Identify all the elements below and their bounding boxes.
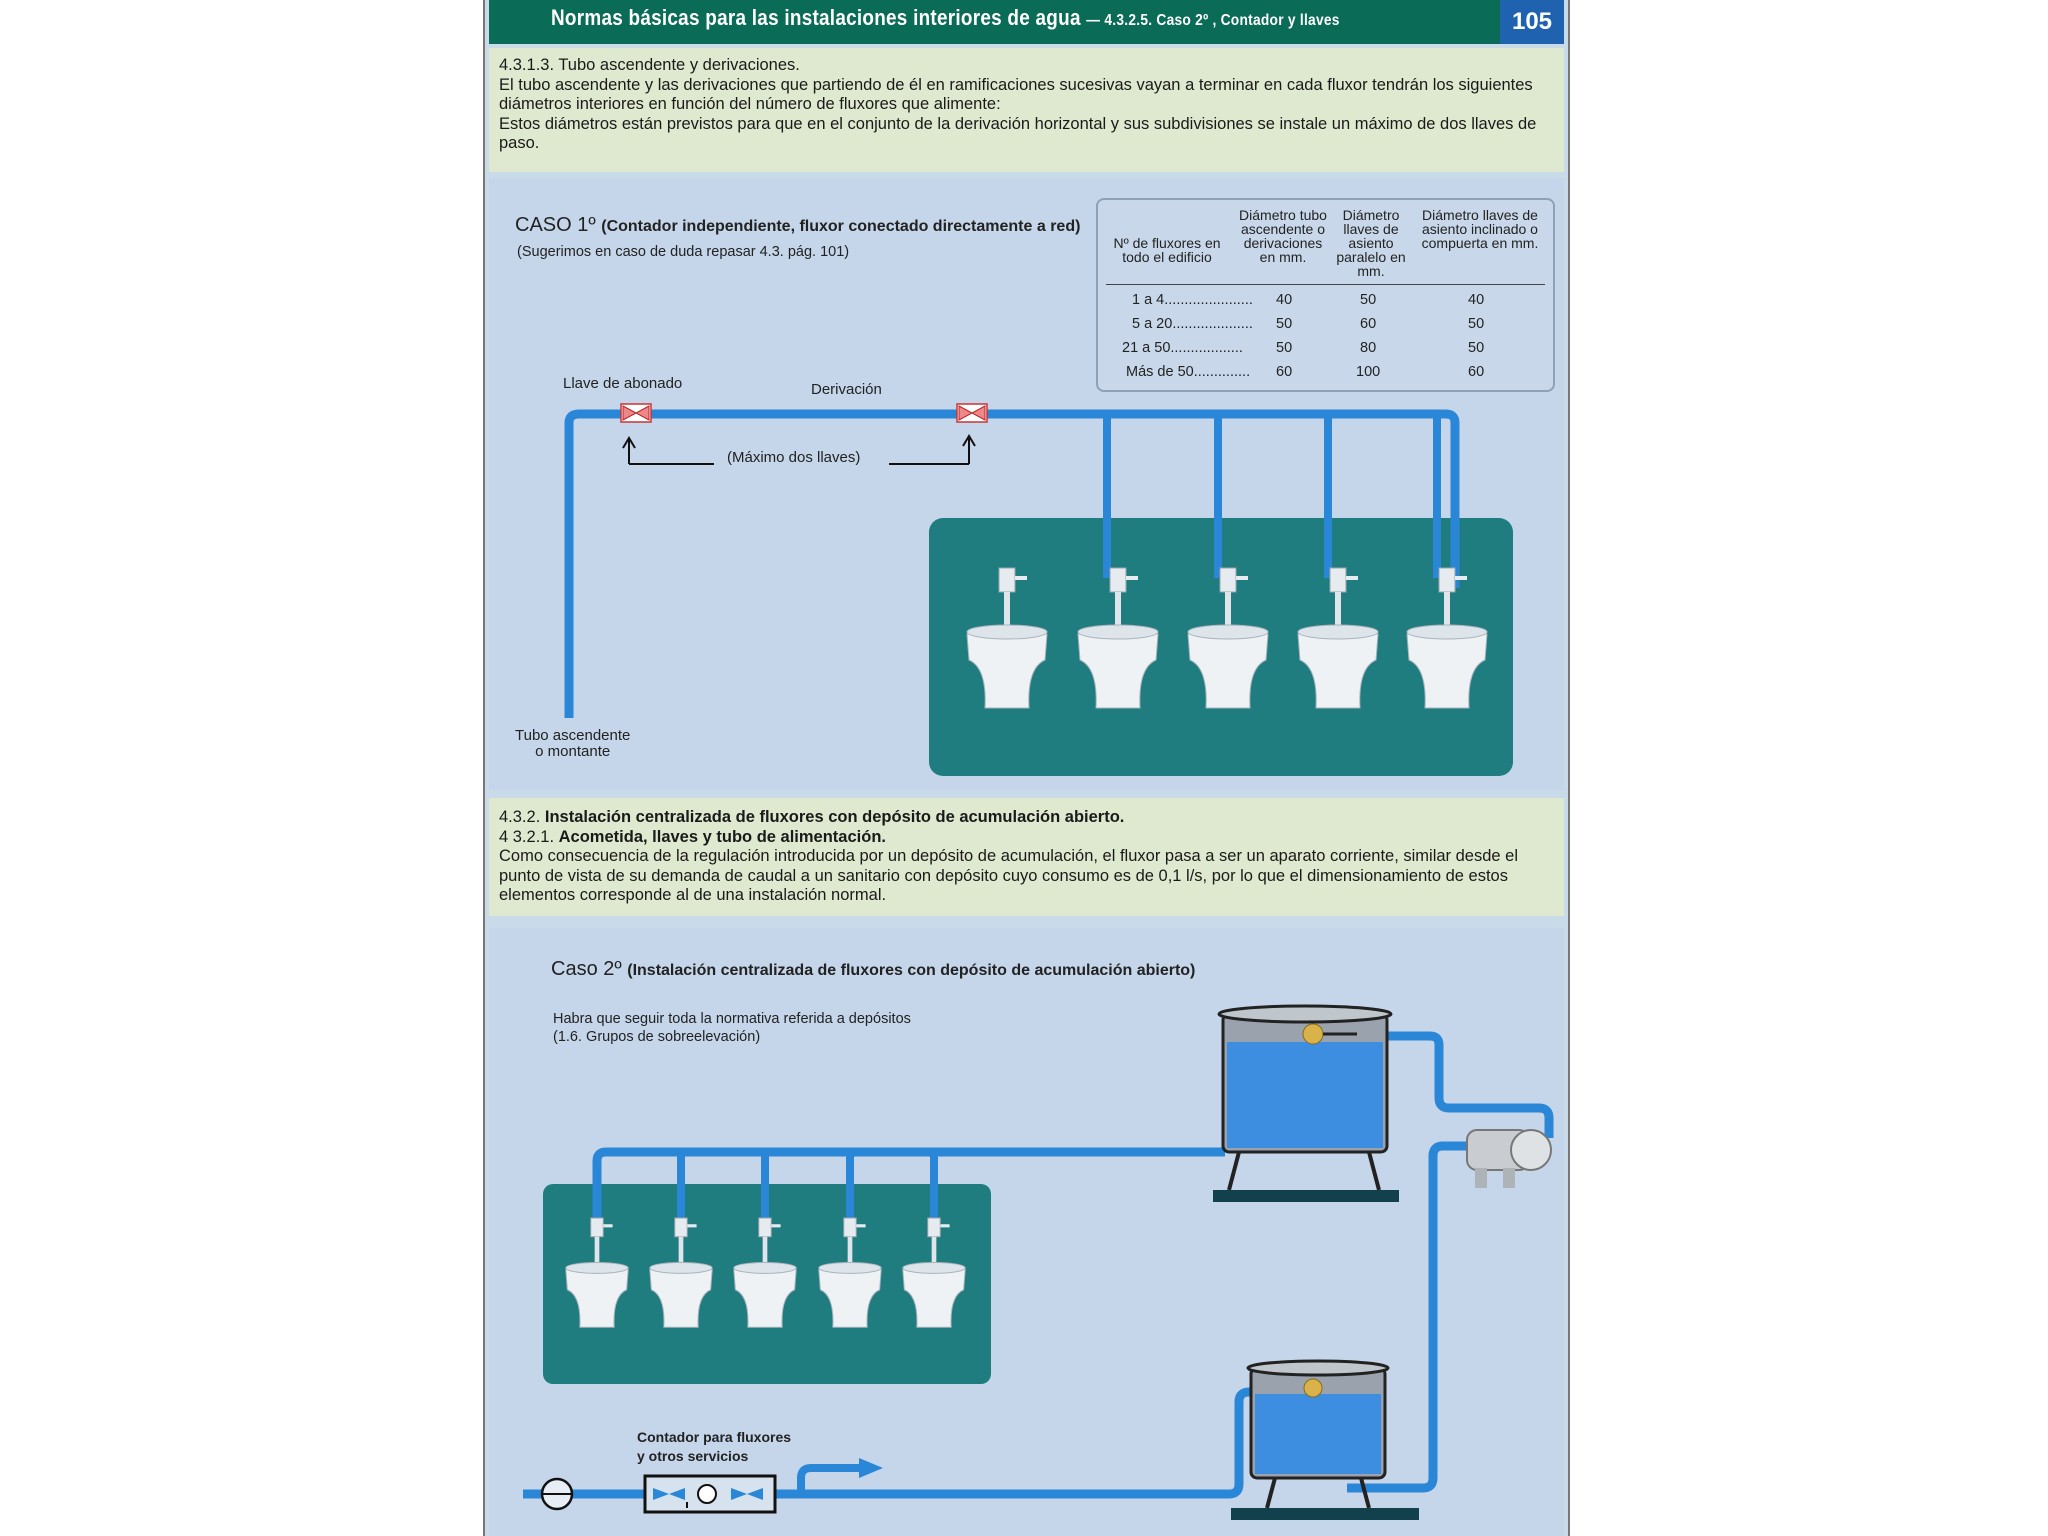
table-cell: 50 — [1276, 316, 1293, 332]
valve-icon — [956, 403, 988, 423]
table-header-1: Diámetro tubo ascendente o derivaciones … — [1239, 207, 1327, 265]
riser-derivation-pipe — [564, 409, 1460, 718]
toilet-fixtures — [565, 1217, 966, 1328]
label-maximo-dos-llaves: (Máximo dos llaves) — [727, 449, 861, 466]
distribution-pipe — [592, 1147, 1225, 1218]
valve-icon — [620, 403, 652, 423]
label-llave-abonado: Llave de abonado — [563, 375, 683, 392]
toilet-icon — [1077, 567, 1159, 709]
caso2-note-line-2: (1.6. Grupos de sobreelevación) — [553, 1029, 761, 1045]
pump-discharge-pipe — [1347, 1141, 1497, 1493]
contador-label-line-2: y otros servicios — [637, 1448, 749, 1464]
section2-text-block: 4.3.2. Instalación centralizada de fluxo… — [489, 798, 1564, 916]
table-header-3: Diámetro llaves de asiento inclinado o c… — [1421, 207, 1539, 251]
table-cell: 60 — [1360, 316, 1377, 332]
table-cell: 1 a 4...................... — [1132, 292, 1253, 308]
pump-icon — [1466, 1129, 1552, 1188]
caso2-title: Caso 2º (Instalación centralizada de flu… — [551, 958, 1195, 981]
label-tubo-line-1: Tubo ascendente — [515, 727, 631, 744]
intro-line-3: Estos diámetros están previstos para que… — [499, 114, 1537, 153]
caso2-note-line-1: Habra que seguir toda la normativa refer… — [553, 1011, 911, 1027]
section2-heading-2: Acometida, llaves y tubo de alimentación… — [558, 827, 886, 846]
table-cell: Más de 50.............. — [1126, 364, 1251, 380]
contador-label: Contador para fluxores y otros servicios — [637, 1428, 791, 1466]
caso1-title-bold: (Contador independiente, fluxor conectad… — [601, 218, 1081, 235]
toilet-icon — [565, 1217, 629, 1328]
toilet-icon — [649, 1217, 713, 1328]
section2-line-3: Como consecuencia de la regulación intro… — [499, 847, 1519, 904]
header-title: Normas básicas para las instalaciones in… — [551, 5, 1340, 31]
toilet-fixtures — [966, 567, 1488, 709]
caso1-note: (Sugerimos en caso de duda repasar 4.3. … — [517, 244, 850, 260]
page-number: 105 — [1500, 0, 1564, 44]
toilet-icon — [818, 1217, 882, 1328]
contador-label-line-1: Contador para fluxores — [637, 1429, 792, 1445]
table-cell: 50 — [1468, 316, 1485, 332]
table-cell: 50 — [1360, 292, 1377, 308]
document-page: Normas básicas para las instalaciones in… — [483, 0, 1570, 1536]
caso1-title: CASO 1º (Contador independiente, fluxor … — [515, 214, 1080, 237]
caso2-title-text: Caso 2º — [551, 958, 622, 980]
table-header-2: Diámetro llaves de asiento paralelo en m… — [1336, 207, 1406, 279]
table-cell: 50 — [1468, 340, 1485, 356]
header-subtitle: — 4.3.2.5. Caso 2º , Contador y llaves — [1086, 12, 1340, 29]
table-cell: 80 — [1360, 340, 1377, 356]
label-derivacion: Derivación — [811, 381, 882, 398]
table-cell: 50 — [1276, 340, 1293, 356]
meter-icon — [540, 1474, 777, 1514]
intro-line-1: 4.3.1.3. Tubo ascendente y derivaciones. — [499, 56, 800, 74]
table-cell: 5 a 20.................... — [1132, 316, 1253, 332]
tank-icon — [1231, 1359, 1419, 1520]
table-header-0: Nº de fluxores en todo el edificio — [1113, 235, 1221, 265]
section2-line-2: 4 3.2.1. Acometida, llaves y tubo de ali… — [489, 828, 1564, 848]
diameter-table: Nº de fluxores en todo el edificio Diáme… — [1096, 198, 1555, 392]
table-cell: 60 — [1276, 364, 1293, 380]
section2-num-2: 4 3.2.1. — [499, 827, 555, 846]
drop-pipes — [677, 1156, 938, 1218]
toilet-icon — [1297, 567, 1379, 709]
caso1-panel: CASO 1º (Contador independiente, fluxor … — [489, 178, 1564, 790]
toilet-icon — [1406, 567, 1488, 709]
caso2-title-bold: (Instalación centralizada de fluxores co… — [627, 962, 1196, 979]
section2-num-1: 4.3.2. — [499, 808, 541, 826]
arrow-icon — [622, 436, 636, 464]
table-cell: 60 — [1468, 364, 1485, 380]
table-cell: 21 a 50.................. — [1122, 340, 1243, 356]
caso1-title-text: CASO 1º — [515, 214, 596, 236]
toilet-icon — [966, 567, 1048, 709]
toilet-icon — [902, 1217, 966, 1328]
header-title-text: Normas básicas para las instalaciones in… — [551, 5, 1081, 30]
table-rule — [1106, 284, 1545, 285]
label-tubo-ascendente: Tubo ascendente o montante — [515, 728, 630, 760]
other-services-pipe — [797, 1464, 861, 1494]
table-cell: 40 — [1468, 292, 1485, 308]
caso2-diagram — [523, 1004, 1554, 1520]
tank-icon — [1213, 1004, 1399, 1202]
label-tubo-line-2: o montante — [535, 743, 611, 760]
caso1-diagram — [564, 403, 1513, 776]
caso2-note: Habra que seguir toda la normativa refer… — [553, 1010, 911, 1046]
arrow-icon — [962, 434, 976, 464]
toilet-icon — [1187, 567, 1269, 709]
intro-text-block: 4.3.1.3. Tubo ascendente y derivaciones.… — [489, 48, 1564, 172]
drop-pipes — [1103, 414, 1441, 578]
supply-main-pipe — [523, 1387, 1269, 1499]
section2-heading-1: Instalación centralizada de fluxores con… — [544, 808, 1125, 826]
table-cell: 100 — [1356, 364, 1381, 380]
page-header: Normas básicas para las instalaciones in… — [489, 0, 1564, 44]
pump-suction-pipe — [1361, 1031, 1554, 1138]
toilet-icon — [733, 1217, 797, 1328]
intro-line-2: El tubo ascendente y las derivaciones qu… — [499, 75, 1533, 114]
table-cell: 40 — [1276, 292, 1293, 308]
section2-line-1: 4.3.2. Instalación centralizada de fluxo… — [489, 808, 1564, 828]
caso2-panel: Caso 2º (Instalación centralizada de flu… — [489, 928, 1564, 1536]
arrow-icon — [859, 1458, 883, 1478]
